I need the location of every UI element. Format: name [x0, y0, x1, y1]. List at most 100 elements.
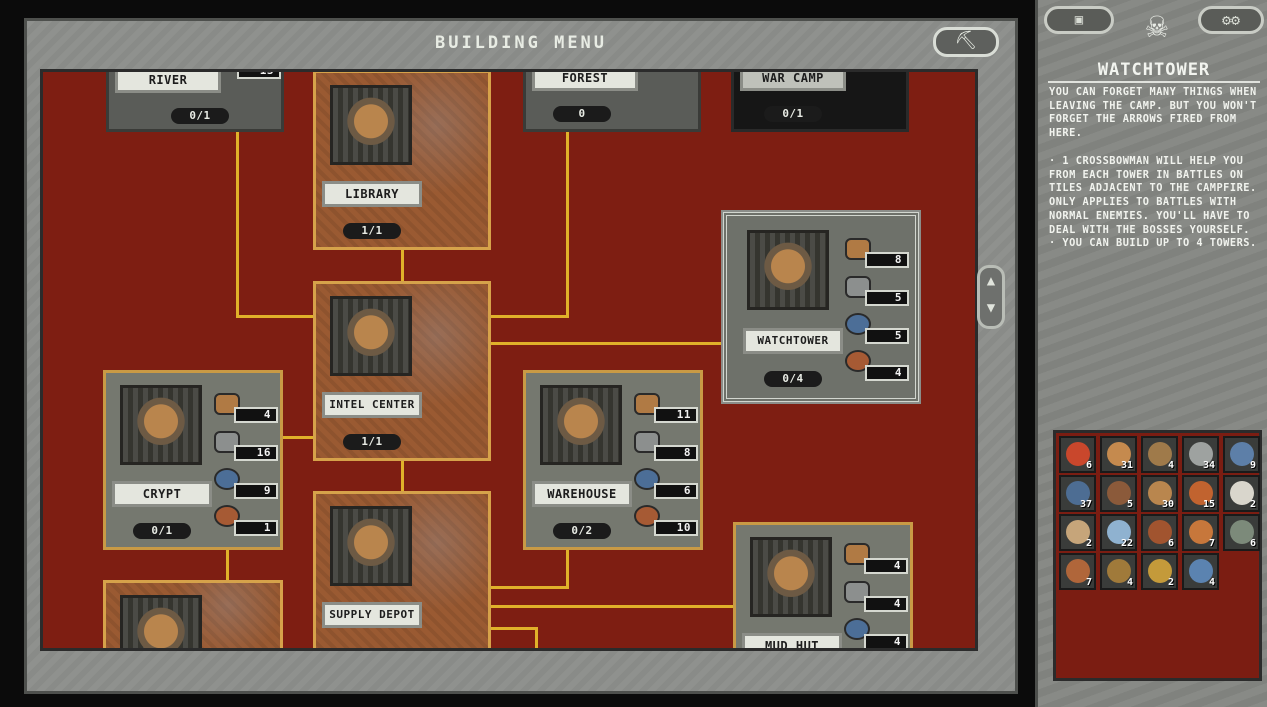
- building-name: SUPPLY DEPOT: [322, 602, 422, 628]
- inventory-slot[interactable]: 22: [1100, 514, 1137, 551]
- detail-title: WATCHTOWER: [1048, 60, 1260, 83]
- building-tree-canvas[interactable]: RIVER 0/1 13 FOREST 0 WAR CAMP 0/1 LIBRA…: [40, 69, 978, 651]
- resource-cost: 5: [865, 290, 909, 306]
- resource-count: 4: [1208, 577, 1215, 588]
- resource-count: 5: [1126, 499, 1133, 510]
- resource-icon: [1148, 520, 1172, 544]
- building-card-river[interactable]: RIVER 0/1 13: [106, 72, 284, 132]
- inventory-slot[interactable]: 7: [1059, 553, 1096, 590]
- building-card-intel-center[interactable]: INTEL CENTER 1/1: [313, 281, 491, 461]
- building-card-warehouse[interactable]: WAREHOUSE 0/2 11 8 6 10: [523, 370, 703, 550]
- metal-icon: [845, 313, 871, 335]
- resource-icon: [1230, 481, 1254, 505]
- gears-icon: ⚙⚙: [1221, 11, 1241, 29]
- inventory-slot[interactable]: 30: [1141, 475, 1178, 512]
- connector-line: [226, 549, 229, 581]
- inventory-slot[interactable]: 7: [1182, 514, 1219, 551]
- inventory-slot[interactable]: 34: [1182, 436, 1219, 473]
- resource-cost: 10: [654, 520, 698, 536]
- building-card-forest[interactable]: FOREST 0: [523, 72, 701, 132]
- resource-icon: [1230, 442, 1254, 466]
- inventory-slot[interactable]: 5: [1100, 475, 1137, 512]
- inventory-slot[interactable]: 6: [1141, 514, 1178, 551]
- resource-icon: [1066, 520, 1090, 544]
- warehouse-image: [540, 385, 622, 465]
- building-card-library[interactable]: LIBRARY 1/1: [313, 72, 491, 250]
- connector-line: [283, 436, 313, 439]
- inventory-slot[interactable]: 4: [1141, 436, 1178, 473]
- building-count: 0/1: [171, 108, 229, 124]
- close-button[interactable]: ⛏: [933, 27, 999, 57]
- resource-cost: 4: [865, 365, 909, 381]
- library-image: [330, 85, 412, 165]
- resource-count: 2: [1085, 538, 1092, 549]
- inventory-slot[interactable]: 4: [1182, 553, 1219, 590]
- connector-line: [566, 549, 569, 589]
- inventory-slot[interactable]: 4: [1100, 553, 1137, 590]
- building-menu-window: BUILDING MENU ⛏ RIVER 0/1 13 FOREST 0 WA…: [24, 18, 1018, 694]
- resource-count: 2: [1167, 577, 1174, 588]
- supply-button[interactable]: ▣: [1044, 6, 1114, 34]
- stone-icon: [634, 431, 660, 453]
- connector-line: [488, 627, 538, 630]
- connector-line: [236, 315, 316, 318]
- building-count: 0/2: [553, 523, 611, 539]
- resource-icon: [1066, 442, 1090, 466]
- resource-count: 9: [1249, 460, 1256, 471]
- stone-icon: [845, 276, 871, 298]
- building-card-mud-hut[interactable]: MUD HUT 4 4 4: [733, 522, 913, 648]
- resource-count: 15: [1202, 499, 1215, 510]
- food-icon: [634, 505, 660, 527]
- inventory-slot[interactable]: 15: [1182, 475, 1219, 512]
- wood-icon: [845, 238, 871, 260]
- building-name: WAREHOUSE: [532, 481, 632, 507]
- supply-depot-image: [330, 506, 412, 586]
- inventory-slot[interactable]: 2: [1223, 475, 1260, 512]
- resource-icon: [1066, 559, 1090, 583]
- building-name: INTEL CENTER: [322, 392, 422, 418]
- building-card-crypt[interactable]: CRYPT 0/1 4 16 9 1: [103, 370, 283, 550]
- inventory-slot[interactable]: 31: [1100, 436, 1137, 473]
- inventory-slot[interactable]: 9: [1223, 436, 1260, 473]
- settings-button[interactable]: ⚙⚙: [1198, 6, 1264, 34]
- building-card-watchtower[interactable]: WATCHTOWER 0/4 8 5 5 4: [721, 210, 921, 404]
- mud-hut-image: [750, 537, 832, 617]
- inventory-slot[interactable]: 6: [1223, 514, 1260, 551]
- window-title: BUILDING MENU: [434, 33, 608, 53]
- resource-cost: 1: [234, 520, 278, 536]
- building-details-panel: ▣ ☠ ⚙⚙ WATCHTOWER YOU CAN FORGET MANY TH…: [1035, 0, 1267, 707]
- building-name: CRYPT: [112, 481, 212, 507]
- resource-count: 4: [1167, 460, 1174, 471]
- connector-line: [488, 342, 728, 345]
- building-name: WAR CAMP: [740, 72, 846, 91]
- inventory-slot[interactable]: 6: [1059, 436, 1096, 473]
- resource-icon: [1148, 559, 1172, 583]
- resource-icon: [1189, 520, 1213, 544]
- inventory-slot[interactable]: 37: [1059, 475, 1096, 512]
- metal-icon: [844, 618, 870, 640]
- connector-line: [236, 127, 239, 317]
- connector-line: [488, 605, 733, 608]
- building-name: RIVER: [115, 72, 221, 93]
- supply-icon: ▣: [1074, 12, 1084, 28]
- resource-count: 34: [1202, 460, 1215, 471]
- scroll-up-button[interactable]: ▲: [986, 273, 996, 289]
- inventory-slot[interactable]: 2: [1059, 514, 1096, 551]
- resource-count: 6: [1167, 538, 1174, 549]
- scroll-down-button[interactable]: ▼: [986, 300, 996, 316]
- inventory-slot[interactable]: 2: [1141, 553, 1178, 590]
- building-count: 1/1: [343, 434, 401, 450]
- food-icon: [845, 350, 871, 372]
- skull-icon: ☠: [1146, 5, 1168, 46]
- building-card-unnamed[interactable]: [103, 580, 283, 648]
- resource-count: 6: [1085, 460, 1092, 471]
- scroll-control: ▲ ▼: [977, 265, 1005, 329]
- resource-icon: [1189, 481, 1213, 505]
- wood-icon: [844, 543, 870, 565]
- food-icon: [214, 505, 240, 527]
- resource-icon: [1148, 481, 1172, 505]
- building-name: LIBRARY: [322, 181, 422, 207]
- building-card-war-camp[interactable]: WAR CAMP 0/1: [731, 72, 909, 132]
- building-card-supply-depot[interactable]: SUPPLY DEPOT: [313, 491, 491, 648]
- building-count: 0/4: [764, 371, 822, 387]
